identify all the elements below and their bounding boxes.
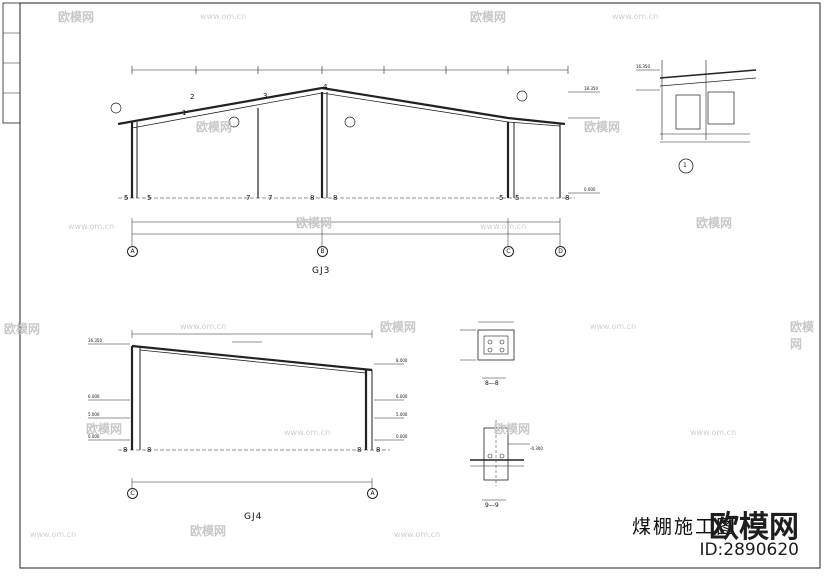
watermark-logo: 欧模网 <box>190 524 227 538</box>
elevation-label: 6.000 <box>88 394 100 399</box>
node-number: 5 <box>147 194 152 202</box>
watermark-url: www.om.cn <box>480 222 527 231</box>
elevation-label: 18.350 <box>584 86 598 91</box>
watermark-url: www.om.cn <box>394 530 441 539</box>
watermark-url: www.om.cn <box>690 428 737 437</box>
brand-logo: 欧模网 <box>709 510 799 545</box>
node-number: 2 <box>190 93 195 101</box>
node-number: 8 <box>357 446 362 454</box>
elevation-label: 0.000 <box>396 434 408 439</box>
frame-title-gj3: GJ3 <box>312 266 331 276</box>
elevation-label: 16.350 <box>88 338 102 343</box>
watermark-url: www.om.cn <box>30 530 77 539</box>
axis-a-gj4: A <box>367 488 378 499</box>
watermark-logo: 欧模网 <box>296 216 333 230</box>
watermark-logo: 欧模网 <box>4 322 41 336</box>
elevation-label: 6.000 <box>396 394 408 399</box>
watermark-url: www.om.cn <box>68 222 115 231</box>
watermark-logo: 欧模网 <box>696 216 733 230</box>
detail-mark: 1 <box>683 162 687 169</box>
node-number: 8 <box>147 446 152 454</box>
watermark-url: www.om.cn <box>200 12 247 21</box>
watermark-logo: 欧模网 <box>790 320 815 351</box>
node-number: 5 <box>124 194 129 202</box>
watermark-url: www.om.cn <box>284 428 331 437</box>
frame-gj4 <box>88 330 404 492</box>
node-number: 7 <box>246 194 251 202</box>
watermark-logo: 欧模网 <box>494 422 531 436</box>
elevation-label: -0.300 <box>530 446 543 451</box>
axis-d-gj3: D <box>555 246 566 257</box>
section-title-8-8: 8—8 <box>485 380 499 387</box>
watermark-logo: 欧模网 <box>58 10 95 24</box>
watermark-url: www.om.cn <box>590 322 637 331</box>
node-number: 3 <box>263 92 268 100</box>
node-number: 7 <box>268 194 273 202</box>
watermark-url: www.om.cn <box>180 322 227 331</box>
sheet-title: 煤棚施工图 <box>632 516 738 538</box>
node-number: 8 <box>123 446 128 454</box>
detail-1 <box>636 60 757 174</box>
section-9-9 <box>470 420 530 501</box>
watermark-logo: 欧模网 <box>196 120 233 134</box>
elevation-label: 0.000 <box>88 434 100 439</box>
axis-b-gj3: B <box>317 246 328 257</box>
node-number: 8 <box>310 194 315 202</box>
watermark-logo: 欧模网 <box>584 120 621 134</box>
axis-a-gj3: A <box>127 246 138 257</box>
node-number: 8 <box>565 194 570 202</box>
elevation-label: 5.000 <box>88 412 100 417</box>
watermark-url: www.om.cn <box>612 12 659 21</box>
watermark-logo: 欧模网 <box>470 10 507 24</box>
brand-id: ID:2890620 <box>699 540 799 560</box>
sheet-border <box>19 2 821 569</box>
frame-gj3 <box>110 66 600 246</box>
watermark-logo: 欧模网 <box>86 422 123 436</box>
elevation-label: 0.000 <box>584 187 596 192</box>
node-number: 5 <box>499 194 504 202</box>
node-number: 5 <box>515 194 520 202</box>
axis-c-gj4: C <box>127 488 138 499</box>
axis-c-gj3: C <box>503 246 514 257</box>
section-title-9-9: 9—9 <box>485 502 499 509</box>
section-8-8 <box>460 321 515 379</box>
elevation-label: 5.000 <box>396 412 408 417</box>
node-number: 8 <box>376 446 381 454</box>
elevation-label: 16.350 <box>636 64 650 69</box>
watermark-logo: 欧模网 <box>380 320 417 334</box>
node-number: 4 <box>323 83 328 91</box>
elevation-label: 8.000 <box>396 358 408 363</box>
frame-title-gj4: GJ4 <box>244 512 263 522</box>
node-number: 8 <box>333 194 338 202</box>
node-number: 1 <box>182 109 187 117</box>
